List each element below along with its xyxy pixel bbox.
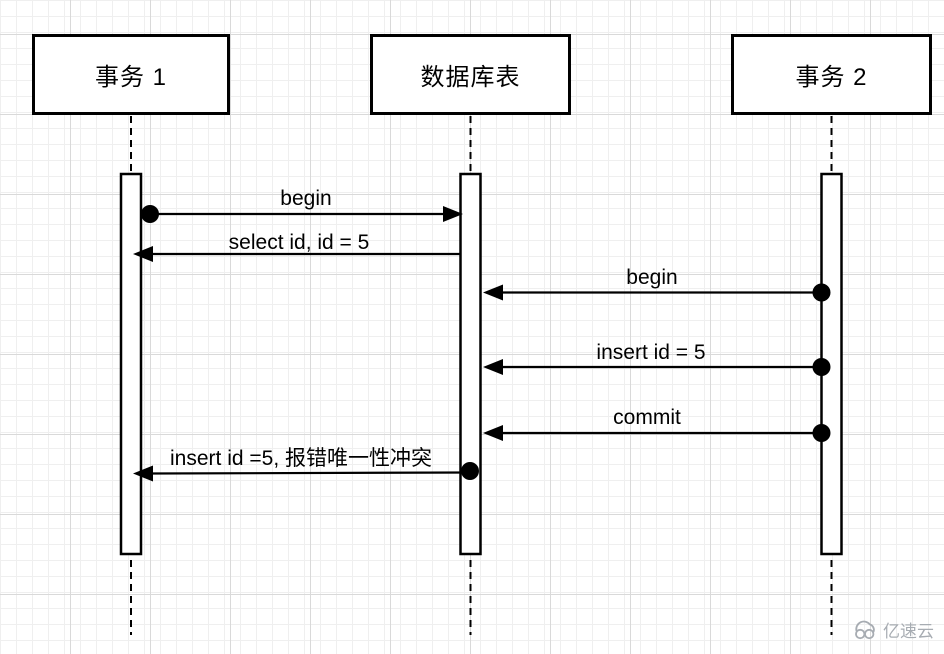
message-label-select: select id, id = 5 — [228, 231, 370, 254]
activation-bar-t1 — [119, 172, 143, 556]
arrowhead-right-icon — [443, 206, 463, 222]
message-select-db-t1 — [133, 246, 461, 262]
actor-label: 数据库表 — [420, 64, 521, 91]
message-label-insert-error: insert id =5, 报错唯一性冲突 — [170, 447, 432, 470]
actor-box-transaction-2: 事务 2 — [731, 34, 932, 115]
activation-bar-db — [459, 172, 482, 556]
arrowhead-left-icon — [133, 246, 153, 262]
actor-box-transaction-1: 事务 1 — [32, 34, 230, 115]
arrowhead-left-icon — [483, 425, 503, 441]
message-label-commit: commit — [613, 406, 681, 429]
message-label-begin-1: begin — [280, 187, 332, 210]
message-line — [149, 471, 471, 475]
watermark: 亿速云 — [853, 617, 934, 642]
arrowhead-left-icon — [483, 284, 503, 301]
message-insert-t2-db — [483, 358, 831, 376]
message-label-begin-2: begin — [626, 266, 678, 289]
message-begin-t2-db — [483, 283, 831, 302]
arrowhead-left-icon — [133, 465, 153, 482]
actor-label: 事务 1 — [94, 64, 167, 91]
message-label-insert: insert id = 5 — [596, 341, 706, 364]
arrowhead-left-icon — [483, 359, 503, 375]
origin-dot-icon — [461, 462, 479, 480]
message-insert-error-db-t1 — [133, 462, 479, 482]
origin-dot-icon — [812, 358, 831, 376]
origin-dot-icon — [812, 424, 831, 442]
watermark-text: 亿速云 — [883, 622, 934, 641]
actor-label: 事务 2 — [795, 64, 868, 91]
message-commit-t2-db — [483, 424, 831, 442]
origin-dot-icon — [141, 205, 159, 223]
yisu-cloud-logo-icon — [855, 620, 875, 639]
origin-dot-icon — [812, 283, 831, 302]
message-begin-t1-db — [141, 205, 463, 223]
actor-box-database-table: 数据库表 — [370, 34, 571, 115]
